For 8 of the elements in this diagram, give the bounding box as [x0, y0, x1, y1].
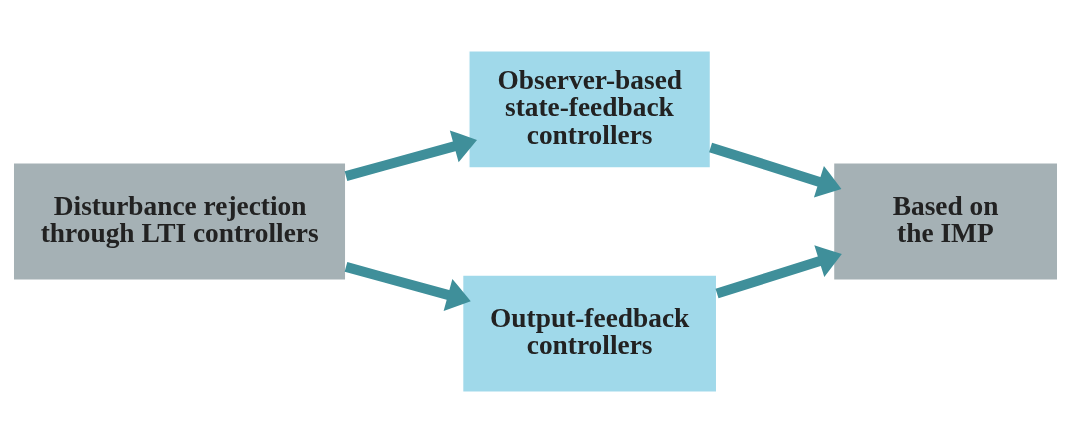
arrow: [344, 262, 471, 311]
arrow: [344, 130, 477, 181]
node-box: Based on the IMP: [833, 162, 1059, 281]
node-box: Observer-based state-feedback controllers: [468, 50, 711, 169]
arrow: [709, 142, 842, 198]
node-box: Disturbance rejection through LTI controllers: [12, 162, 347, 281]
node-box: Output-feedback controllers: [462, 274, 718, 393]
arrow: [715, 245, 842, 299]
